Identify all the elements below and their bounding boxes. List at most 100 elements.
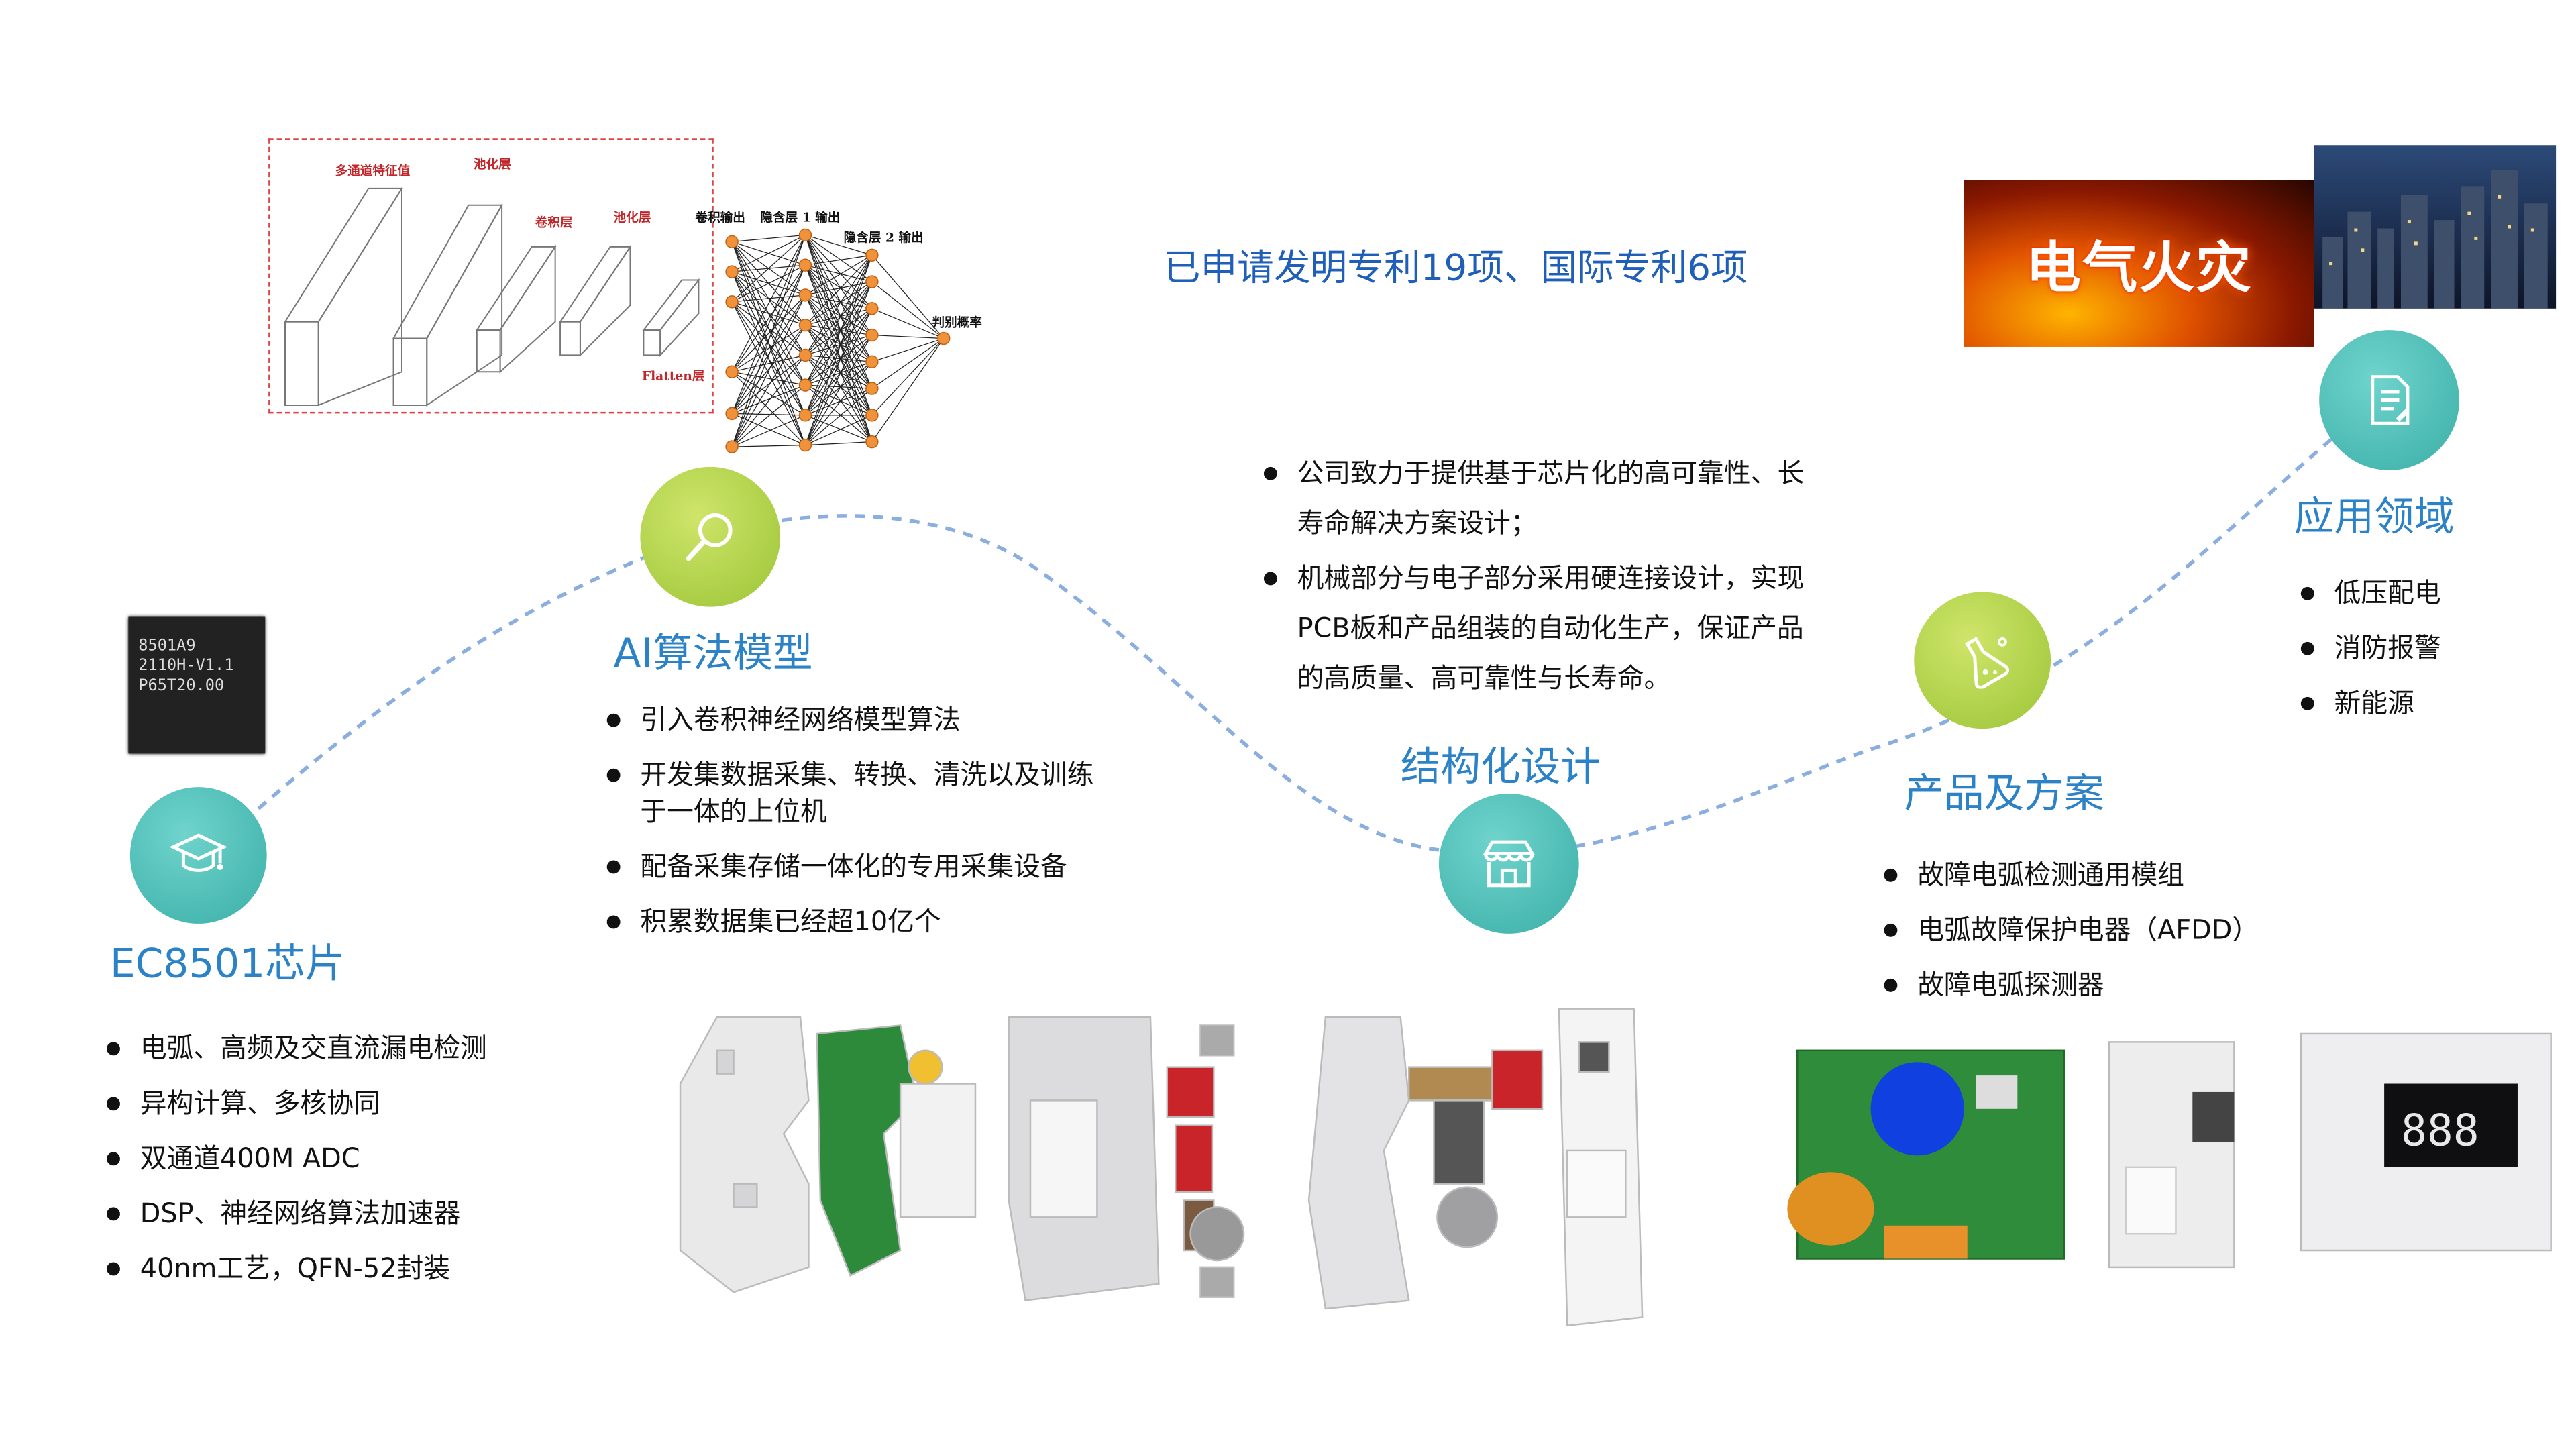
nn-connection	[804, 308, 873, 445]
neural-network-diagram: 多通道特征值 池化层 卷积层 池化层 Flatten层 卷积输出 隐含层 1 输…	[284, 157, 982, 453]
nn-connection	[804, 264, 873, 335]
nn-connection	[731, 264, 806, 372]
nn-connection	[805, 335, 873, 386]
list-item: 电弧故障保护电器（AFDD）	[1881, 912, 2314, 949]
nn-connection	[731, 384, 806, 447]
nn-connection	[731, 235, 806, 414]
chip-marking-line1: 8501A9	[138, 637, 196, 655]
nn-neuron	[865, 275, 879, 288]
chip-title: EC8501芯片	[110, 940, 345, 987]
nn-connection	[731, 235, 806, 372]
nn-connection	[805, 325, 873, 389]
nn-connection	[804, 335, 873, 416]
nn-connection	[804, 325, 873, 416]
nn-connection	[731, 294, 806, 447]
nn-connection	[805, 384, 872, 389]
nn-connection	[804, 294, 873, 442]
nn-neuron	[865, 435, 879, 449]
ai-feature-list: 引入卷积神经网络模型算法 开发集数据采集、转换、清洗以及训练于一体的上位机 配备…	[604, 702, 1112, 959]
nn-neuron	[725, 235, 739, 249]
nn-label-hidden2: 隐含层 2 输出	[844, 230, 924, 245]
nn-neuron	[798, 228, 812, 242]
nn-connection	[804, 325, 873, 442]
nn-connection	[805, 281, 872, 296]
nn-connection	[732, 234, 806, 243]
nn-label-prob: 判别概率	[932, 315, 982, 330]
nn-connection	[805, 354, 873, 389]
nn-connection	[731, 301, 806, 386]
nn-connection	[871, 308, 944, 339]
nn-label-pool1: 池化层	[474, 157, 511, 172]
nn-connection	[871, 334, 944, 339]
nn-connection	[731, 294, 806, 372]
graduation-cap-icon	[170, 833, 227, 872]
nn-connection	[731, 264, 806, 414]
city-skyline-image	[2314, 145, 2557, 309]
breaker-exploded-view-image	[679, 1008, 1644, 1327]
nn-connection	[731, 234, 806, 303]
nn-connection	[804, 361, 873, 445]
nn-neuron	[798, 318, 812, 332]
nn-connection	[805, 354, 873, 416]
nn-connection	[732, 444, 806, 447]
nn-neuron	[937, 331, 951, 345]
product-feature-list: 故障电弧检测通用模组 电弧故障保护电器（AFDD） 故障电弧探测器	[1881, 857, 2314, 1022]
nn-label-multichannel: 多通道特征值	[335, 164, 411, 178]
nn-connection	[804, 281, 873, 386]
nn-connection	[731, 294, 806, 414]
nn-connection	[731, 354, 806, 414]
nn-connection	[804, 264, 873, 416]
nn-connection	[805, 325, 872, 336]
list-item: 公司致力于提供基于芯片化的高可靠性、长寿命解决方案设计；	[1260, 449, 1827, 549]
list-item: 配备采集存储一体化的专用采集设备	[604, 849, 1112, 885]
list-item: 积累数据集已经超10亿个	[604, 904, 1112, 941]
nn-connection	[731, 264, 806, 447]
nn-label-hidden1: 隐含层 1 输出	[760, 211, 840, 225]
patent-summary: 已申请发明专利19项、国际专利6项	[1163, 248, 1748, 290]
nn-connection	[731, 234, 806, 272]
nn-connection	[805, 294, 872, 309]
nn-connection	[804, 254, 873, 386]
nn-connection	[805, 415, 873, 443]
nn-connection	[804, 235, 873, 335]
chip-marking-line3: P65T20.00	[138, 677, 225, 696]
chip-marking-line2: 2110H-V1.1	[138, 657, 234, 676]
list-item: 机械部分与电子部分采用硬连接设计，实现PCB板和产品组装的自动化生产，保证产品的…	[1260, 553, 1827, 704]
nn-neuron	[865, 302, 879, 315]
nn-connection	[805, 361, 873, 386]
nn-neuron	[865, 328, 879, 342]
structure-title: 结构化设计	[1400, 743, 1601, 791]
nn-connection	[731, 413, 806, 446]
product-photos-image: 888	[1787, 1032, 2552, 1269]
product-title: 产品及方案	[1904, 770, 2104, 817]
nn-connection	[731, 371, 806, 386]
list-item: 故障电弧检测通用模组	[1881, 857, 2314, 894]
product-node	[1914, 592, 2051, 729]
nn-connection	[731, 301, 806, 416]
nn-connection	[871, 254, 945, 339]
skyline-graphic	[2322, 170, 2548, 309]
nn-connection	[804, 235, 873, 442]
nn-connection	[805, 384, 873, 443]
nn-connection	[805, 441, 872, 446]
nn-connection	[871, 338, 945, 416]
nn-connection	[804, 254, 873, 356]
nn-connection	[804, 281, 873, 445]
nn-connection	[805, 281, 873, 326]
list-item: 开发集数据采集、转换、清洗以及训练于一体的上位机	[604, 757, 1112, 830]
electrical-fire-image: 电气火灾	[1964, 180, 2314, 347]
nn-connection	[731, 354, 806, 372]
nn-connection	[805, 384, 873, 416]
nn-neuron	[725, 265, 739, 278]
nn-neuron	[798, 288, 812, 302]
nn-connection	[805, 334, 873, 356]
search-icon	[686, 513, 733, 561]
nn-connection	[871, 338, 945, 389]
nn-neuron	[865, 382, 879, 395]
nn-connection	[804, 254, 873, 326]
nn-connection	[804, 235, 873, 389]
nn-neuron	[725, 365, 739, 378]
nn-connection	[804, 264, 873, 442]
nn-connection	[805, 294, 873, 336]
